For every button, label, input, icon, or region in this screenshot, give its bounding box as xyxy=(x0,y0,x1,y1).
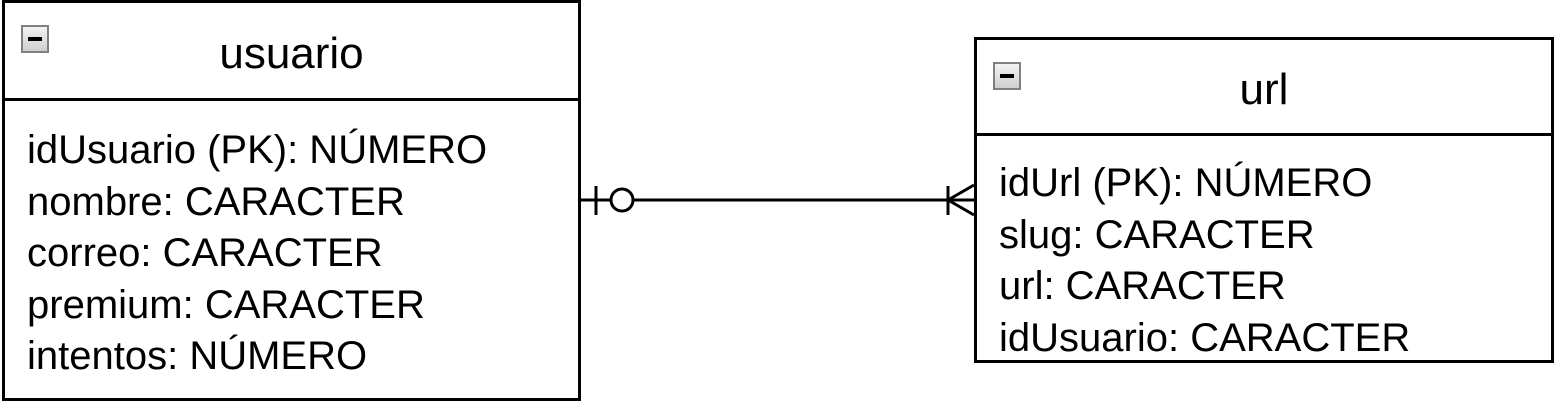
entity-header: url xyxy=(977,40,1551,136)
entity-header: usuario xyxy=(5,3,578,101)
attribute-list: idUrl (PK): NÚMERO slug: CARACTER url: C… xyxy=(977,136,1551,364)
attribute: slug: CARACTER xyxy=(999,212,1315,257)
attribute: correo: CARACTER xyxy=(27,231,383,275)
attribute: nombre: CARACTER xyxy=(27,179,405,224)
zero-circle-mark xyxy=(609,187,635,213)
attribute: idUrl (PK): NÚMERO xyxy=(999,161,1373,205)
entity-url[interactable]: url idUrl (PK): NÚMERO slug: CARACTER ur… xyxy=(974,37,1554,363)
attribute-list: idUsuario (PK): NÚMERO nombre: CARACTER … xyxy=(5,101,578,383)
entity-title: usuario xyxy=(219,28,364,78)
attribute: intentos: NÚMERO xyxy=(27,334,368,378)
entity-usuario[interactable]: usuario idUsuario (PK): NÚMERO nombre: C… xyxy=(2,0,581,401)
collapse-icon[interactable] xyxy=(993,62,1021,90)
attribute: idUsuario: CARACTER xyxy=(999,315,1411,360)
attribute: url: CARACTER xyxy=(999,264,1286,308)
crowfoot-mark xyxy=(947,198,975,217)
entity-title: url xyxy=(1239,64,1289,114)
attribute: idUsuario (PK): NÚMERO xyxy=(27,128,488,172)
collapse-icon[interactable] xyxy=(21,25,49,53)
attribute: premium: CARACTER xyxy=(27,282,425,327)
crowfoot-mark xyxy=(947,183,975,202)
